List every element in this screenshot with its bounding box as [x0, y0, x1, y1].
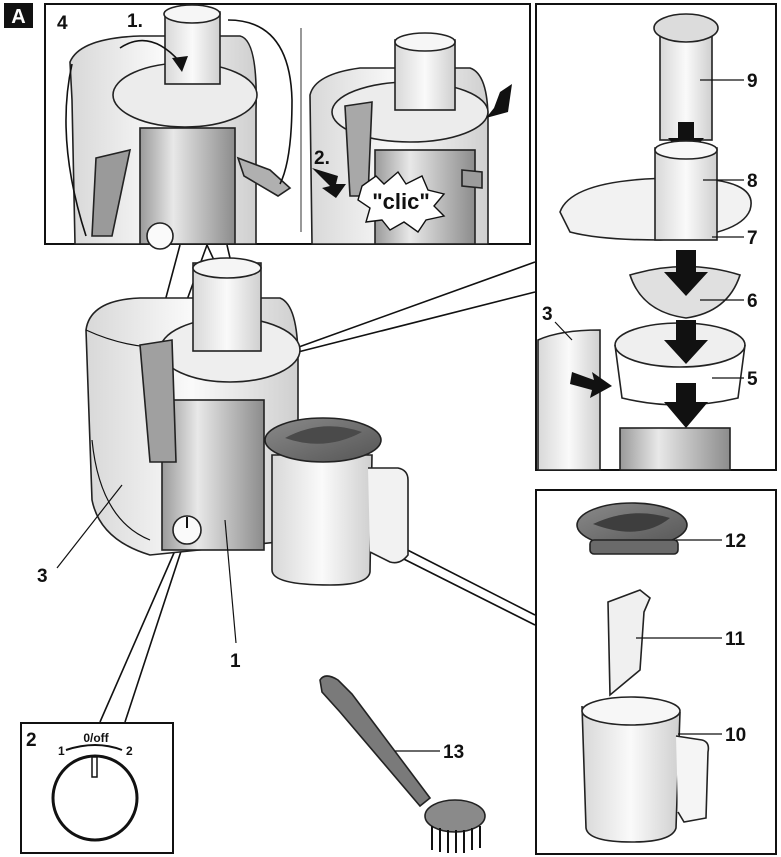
push-arrow-icon: [312, 168, 346, 198]
switch-off-label: 0/off: [83, 731, 109, 745]
label-pulp-container: 3: [542, 304, 553, 325]
down-arrow-icon: [664, 320, 708, 364]
locking-arm: [139, 339, 177, 463]
switch-panel: 2 0/off 1 2: [20, 722, 174, 854]
assembly-panel-frame: [44, 3, 531, 245]
curved-arrow-icon: [227, 19, 293, 185]
label-jug: 10: [725, 725, 746, 746]
juicer-step-2: "clic" 2.: [309, 32, 512, 245]
jug-panel-frame: [535, 489, 777, 855]
down-arrow-icon: [664, 250, 708, 296]
jug-body: [581, 705, 681, 843]
pulp-container: [537, 329, 601, 471]
label-jug-lid: 12: [725, 531, 746, 552]
motor-base: [619, 427, 731, 471]
brush: 13: [319, 675, 486, 853]
brush-handle: [319, 675, 432, 808]
push-arrow-icon: [486, 84, 512, 118]
switch-dial[interactable]: [51, 754, 139, 842]
label-feed-tube: 8: [747, 171, 758, 192]
feed-tube: [164, 11, 221, 85]
label-foam-separator: 11: [725, 629, 746, 650]
feed-tube: [654, 147, 718, 241]
label-lid: 7: [747, 228, 758, 249]
figure-badge: A: [4, 3, 33, 28]
label-juice-bowl: 5: [747, 369, 758, 390]
switch-pointer: [91, 756, 98, 778]
locking-arm: [91, 148, 132, 237]
exploded-panel: 9 8 7 6 5 3: [535, 3, 777, 471]
down-arrow-icon: [668, 122, 704, 158]
assembly-panel: 4 1. "clic" 2.: [44, 3, 531, 250]
clic-text: "clic": [372, 189, 430, 214]
switch-panel-frame: [20, 722, 174, 854]
label-motor-base: 1: [230, 651, 241, 672]
badge-letter: A: [11, 6, 25, 28]
label-micro-filter: 6: [747, 291, 758, 312]
step-number-4: 4: [57, 13, 68, 34]
step-label-2: 2.: [314, 148, 330, 169]
main-juicer: 3 1: [37, 257, 301, 672]
switch-pos2-label: 2: [126, 744, 133, 758]
arrow-icon: [570, 372, 612, 398]
juicer-step-1: 4 1.: [57, 4, 293, 250]
down-arrow-icon: [664, 383, 708, 428]
jug-body: [271, 454, 373, 586]
label-food-pusher: 9: [747, 71, 758, 92]
locking-arm-right: [236, 156, 292, 197]
brush-head: [424, 799, 486, 833]
switch-pos1-label: 1: [58, 744, 65, 758]
main-jug: [264, 417, 409, 586]
clic-burst: [357, 170, 446, 233]
label-pulp-container: 3: [37, 566, 48, 587]
switch-knob: [172, 515, 202, 545]
switch-arc: [65, 744, 123, 751]
jug-panel: 12 11 10: [535, 489, 777, 855]
jug-handle: [368, 467, 409, 564]
foam-separator: [607, 589, 651, 697]
step-label-1: 1.: [127, 11, 143, 32]
curved-arrow-icon: [119, 39, 181, 63]
jug-handle: [675, 735, 710, 823]
switch-knob: [146, 222, 174, 250]
label-brush: 13: [443, 742, 464, 763]
panel-number: 2: [26, 730, 37, 751]
